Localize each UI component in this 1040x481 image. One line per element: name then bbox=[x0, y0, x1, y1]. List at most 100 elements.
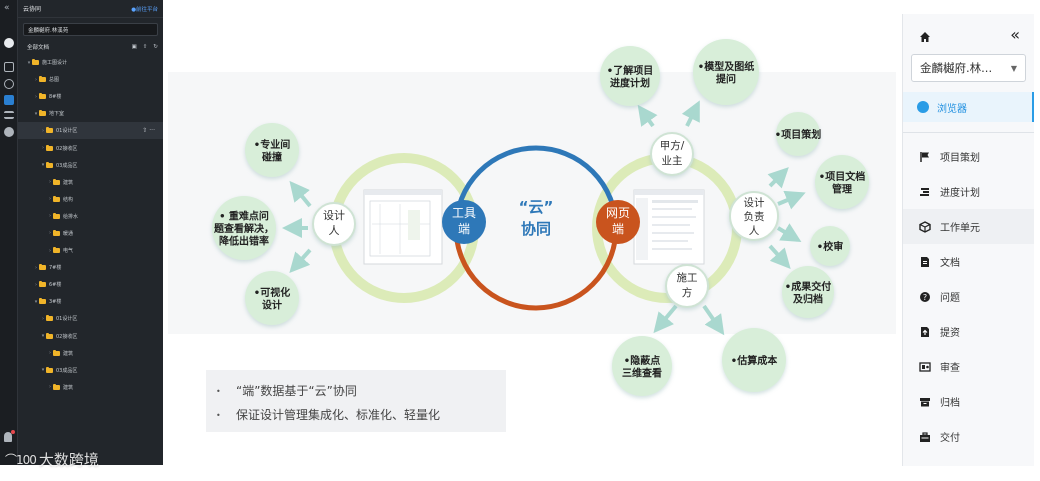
summary-bullet-1: “端”数据基于“云”协同 bbox=[236, 383, 357, 398]
avatar[interactable] bbox=[4, 38, 14, 48]
tree-item[interactable]: ›01设计区 bbox=[18, 310, 163, 327]
chevron-right-icon[interactable]: › bbox=[49, 350, 51, 357]
tool-hub-line2: 端 bbox=[458, 222, 470, 236]
design-lead-line1: 设计 bbox=[744, 196, 765, 209]
tree-item[interactable]: ›02接收区 bbox=[18, 139, 163, 156]
tree-item[interactable]: ▾地下室 bbox=[18, 105, 163, 122]
chevron-right-icon[interactable]: › bbox=[42, 315, 44, 322]
folder-icon bbox=[46, 332, 53, 339]
tree-item[interactable]: ›电气 bbox=[18, 242, 163, 259]
nav-divider bbox=[903, 132, 1034, 133]
tree-item[interactable]: ▾03成品区 bbox=[18, 157, 163, 174]
row-actions[interactable]: ⇧ ··· bbox=[142, 127, 155, 135]
nav-item[interactable]: 文档 bbox=[903, 244, 1034, 279]
nav-item[interactable]: 归档 bbox=[903, 384, 1034, 419]
chevron-right-icon[interactable]: › bbox=[49, 247, 51, 254]
feature-bubble-circle bbox=[693, 39, 759, 105]
nav-item[interactable]: 项目策划 bbox=[903, 139, 1034, 174]
list-icon[interactable] bbox=[4, 111, 14, 119]
nav-item[interactable]: 提资 bbox=[903, 314, 1034, 349]
nav-item[interactable]: 交付 bbox=[903, 419, 1034, 454]
chevron-right-icon[interactable]: › bbox=[49, 230, 51, 237]
tree-item-label: 7#楼 bbox=[49, 265, 62, 272]
chevron-right-icon[interactable]: › bbox=[49, 196, 51, 203]
owner-line1: 甲方/ bbox=[660, 139, 685, 152]
feature-bubble-text: 降低出错率 bbox=[219, 235, 269, 248]
chevron-right-icon[interactable]: › bbox=[42, 127, 44, 134]
folder-icon[interactable] bbox=[4, 95, 14, 105]
collapse-panel-icon[interactable]: « bbox=[1010, 24, 1020, 44]
browser-nav-item[interactable]: 浏览器 bbox=[903, 92, 1034, 122]
summary-bullet-2: 保证设计管理集成化、标准化、轻量化 bbox=[236, 407, 440, 422]
tree-item[interactable]: ›总图 bbox=[18, 71, 163, 88]
chevron-right-icon[interactable]: › bbox=[35, 264, 37, 271]
tree-item[interactable]: ▾ 03成品区 bbox=[18, 362, 163, 379]
tree-item[interactable]: ▾3#楼 bbox=[18, 293, 163, 310]
project-selector[interactable]: 金麟樾府.林溪苑 bbox=[23, 23, 158, 36]
chevron-right-icon[interactable]: › bbox=[49, 213, 51, 220]
home-icon[interactable] bbox=[919, 28, 931, 42]
all-documents-header: 全部文档 ▣ ⇧ ↻ bbox=[18, 40, 163, 54]
feature-bubble-text: •模型及图纸 bbox=[698, 60, 754, 73]
compass-icon[interactable] bbox=[4, 79, 14, 89]
chevron-down-icon[interactable]: ▾ bbox=[27, 59, 31, 66]
tree-item-label: 8#楼 bbox=[49, 94, 62, 101]
chevron-down-icon[interactable]: ▾ bbox=[41, 162, 45, 169]
chevron-right-icon[interactable]: › bbox=[42, 145, 44, 152]
folder-icon bbox=[46, 161, 53, 168]
upload-icon[interactable]: ⇧ bbox=[142, 44, 148, 50]
tree-item[interactable]: ›给排水 bbox=[18, 208, 163, 225]
workspace-icon[interactable] bbox=[4, 62, 14, 72]
chevron-right-icon[interactable]: › bbox=[35, 281, 37, 288]
chevron-down-icon[interactable]: ▾ bbox=[41, 333, 45, 340]
tree-item[interactable]: ▾施工图设计 bbox=[18, 54, 163, 71]
feature-bubble-text: • 重难点问 bbox=[219, 210, 269, 223]
builder-line1: 施工 bbox=[677, 271, 698, 284]
feature-bubble-text: •项目策划 bbox=[775, 128, 821, 141]
tree-item[interactable]: ›暖通 bbox=[18, 225, 163, 242]
tree-item-label: 03成品区 bbox=[56, 367, 78, 374]
folder-icon bbox=[39, 76, 46, 83]
tree-item-label: 6#楼 bbox=[49, 282, 62, 289]
refresh-icon[interactable]: ↻ bbox=[153, 44, 158, 50]
feature-bubble-text: •项目文档 bbox=[819, 170, 865, 183]
arrows bbox=[282, 100, 806, 336]
tree-item-label: 01设计区 bbox=[56, 128, 78, 135]
chevron-right-icon[interactable]: › bbox=[35, 76, 37, 83]
document-icon bbox=[919, 256, 931, 268]
tree-item[interactable]: › 6#楼 bbox=[18, 276, 163, 293]
nav-item[interactable]: ?问题 bbox=[903, 279, 1034, 314]
nav-item[interactable]: 工作单元 bbox=[903, 209, 1034, 244]
chevron-right-icon[interactable]: › bbox=[35, 93, 37, 100]
chevron-down-icon[interactable]: ▾ bbox=[34, 110, 38, 117]
nav-item[interactable]: 审查 bbox=[903, 349, 1034, 384]
tree-item-label: 结构 bbox=[63, 196, 74, 203]
builder-node bbox=[665, 264, 709, 308]
bullet-dot-1: • bbox=[216, 387, 221, 396]
chevron-right-icon[interactable]: › bbox=[49, 384, 51, 391]
new-folder-icon[interactable]: ▣ bbox=[131, 44, 137, 50]
nav-item[interactable]: 进度计划 bbox=[903, 174, 1034, 209]
tree-item[interactable]: › 8#楼 bbox=[18, 88, 163, 105]
nav-item-label: 提资 bbox=[940, 328, 960, 339]
chevron-down-icon[interactable]: ▾ bbox=[34, 298, 38, 305]
notification-icon[interactable] bbox=[4, 432, 12, 442]
tree-item[interactable]: ›建筑 bbox=[18, 379, 163, 396]
tree-item[interactable]: ›建筑 bbox=[18, 174, 163, 191]
chevron-right-icon[interactable]: › bbox=[49, 179, 51, 186]
tree-item[interactable]: ▾ 02接收区 bbox=[18, 328, 163, 345]
watermark-logo: ⌒100 bbox=[5, 453, 37, 467]
tree-item-label: 02接收区 bbox=[56, 333, 78, 340]
tree-item[interactable]: ›建筑 bbox=[18, 345, 163, 362]
folder-icon bbox=[39, 110, 46, 117]
tree-item[interactable]: › 结构 bbox=[18, 191, 163, 208]
bullet-dot-2: • bbox=[216, 411, 221, 420]
collapse-icon[interactable]: « bbox=[4, 3, 10, 13]
project-select[interactable]: 金麟樾府.林... ▼ bbox=[911, 54, 1026, 82]
help-icon[interactable] bbox=[4, 127, 14, 137]
chevron-down-icon[interactable]: ▾ bbox=[41, 367, 45, 374]
tree-item[interactable]: › 01设计区 ⇧ ··· bbox=[18, 122, 163, 140]
go-platform-link[interactable]: ●前往平台 bbox=[131, 6, 158, 13]
tree-item[interactable]: › 7#楼 bbox=[18, 259, 163, 276]
folder-icon bbox=[53, 229, 60, 236]
